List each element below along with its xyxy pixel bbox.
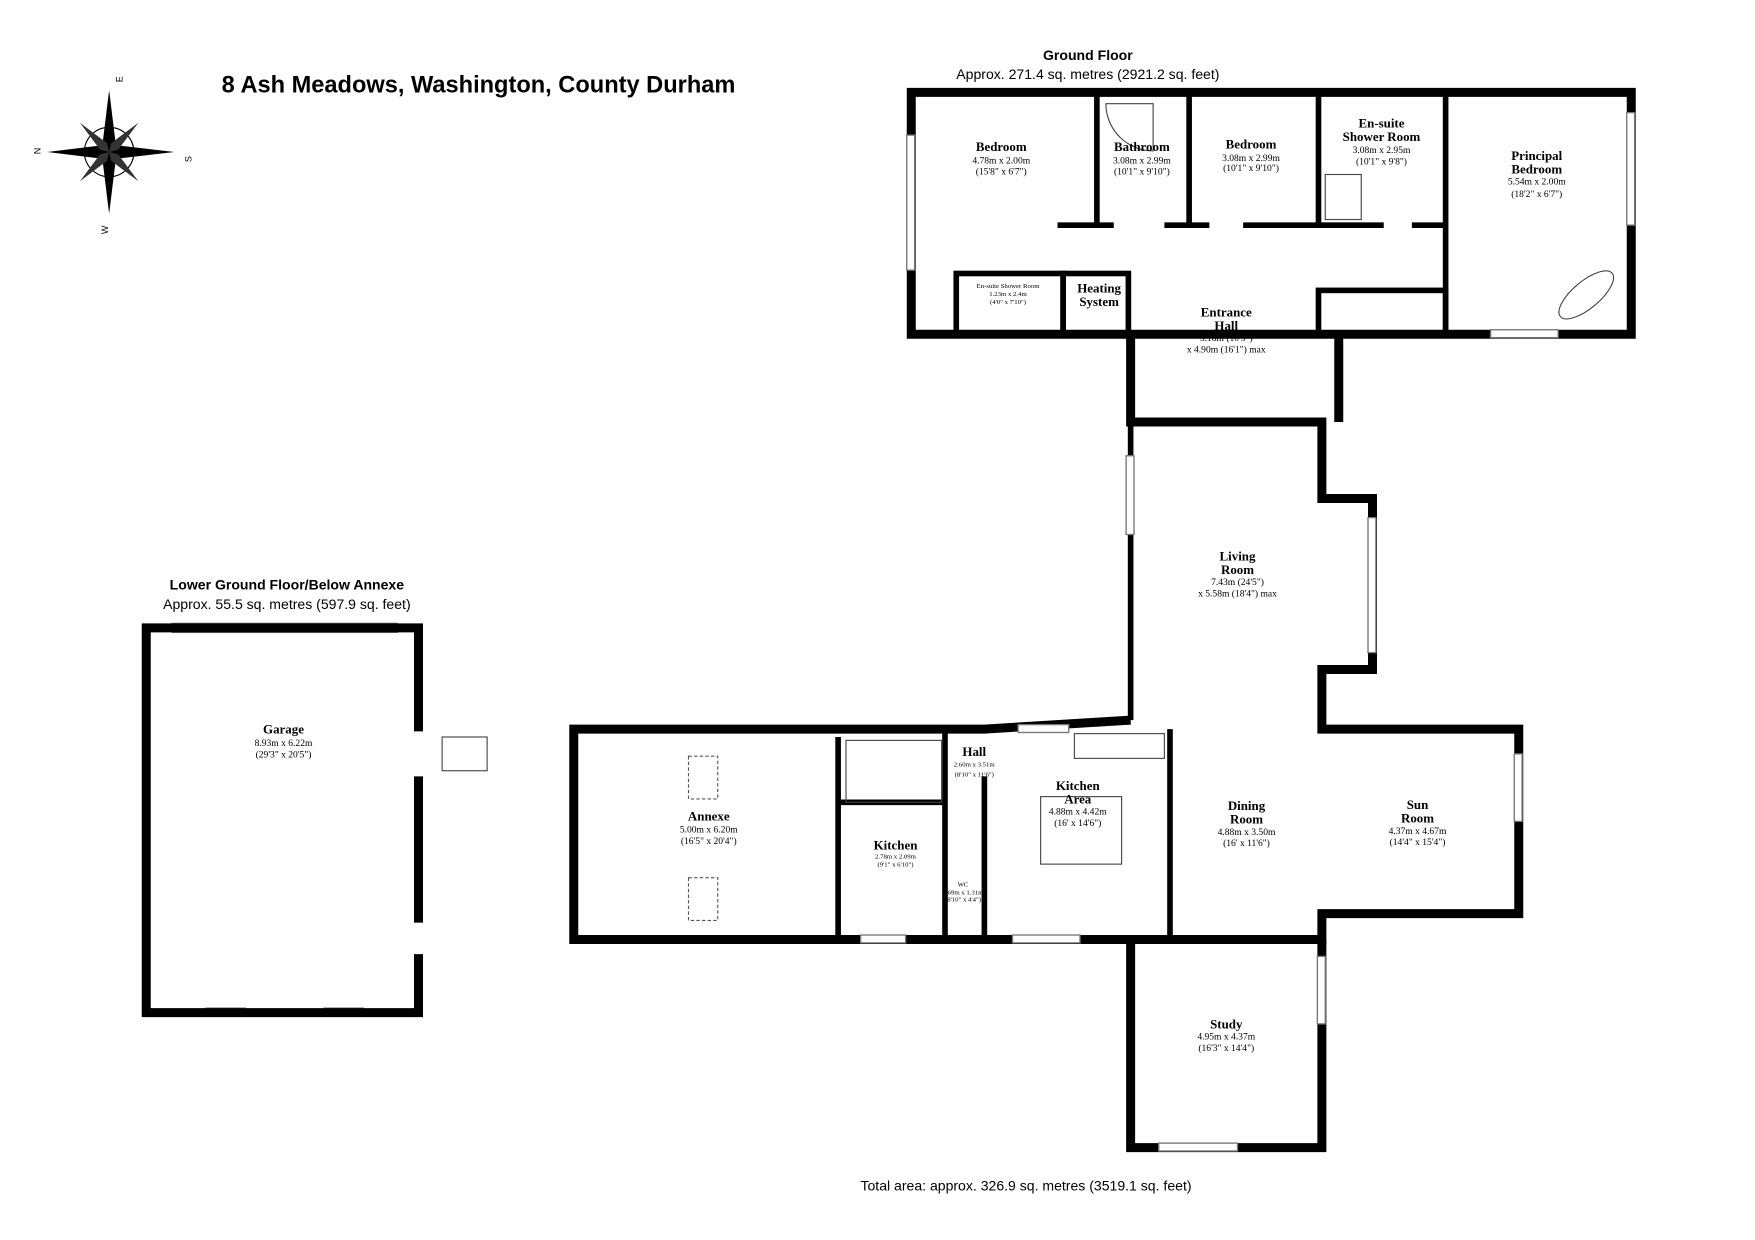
- room-label-text: 3.08m x 2.99m: [1113, 155, 1171, 166]
- room-annexe: Annexe 5.00m x 6.20m(16'5" x 20'4"): [680, 808, 738, 847]
- room-label-text: Bedroom: [1226, 137, 1277, 152]
- room-label-text: (10'1" x 9'8"): [1356, 156, 1407, 167]
- room-label-text: 2.78m x 2.09m: [875, 854, 917, 861]
- room-label-text: 3.08m x 2.99m: [1222, 153, 1280, 164]
- lower-floor-area: Approx. 55.5 sq. metres (597.9 sq. feet): [163, 596, 411, 612]
- room-label-text: (29'3" x 20'5"): [256, 749, 312, 760]
- compass-n: N: [32, 148, 42, 155]
- room-label-text: Study: [1210, 1016, 1243, 1031]
- room-label-text: (15'8" x 6'7"): [976, 167, 1027, 178]
- room-label-text: 3.08m x 2.95m: [1353, 145, 1411, 156]
- room-label-text: Dining: [1228, 798, 1266, 813]
- room-label-text: Room: [1230, 812, 1263, 827]
- room-label-text: Kitchen: [874, 838, 918, 853]
- room-label-text: Hall: [962, 744, 986, 759]
- room-label-text: Heating: [1077, 281, 1121, 296]
- room-label-text: 2.60m x 3.51m: [954, 761, 996, 768]
- room-label-text: Room: [1221, 562, 1254, 577]
- room-label-text: 3.18m (10'5"): [1200, 333, 1253, 344]
- room-label-text: 1.23m x 2.4m: [989, 291, 1027, 298]
- room-label-text: (16'3" x 14'4"): [1198, 1043, 1254, 1054]
- room-label-text: Hall: [1214, 318, 1238, 333]
- room-label-text: 7.43m (24'5"): [1211, 577, 1264, 588]
- room-label-text: x 5.58m (18'4") max: [1198, 588, 1277, 599]
- room-label-text: 4.88m x 4.42m: [1049, 807, 1107, 818]
- room-label-text: (8'10" x 4'4"): [945, 896, 981, 903]
- room-label-text: Living: [1220, 548, 1256, 563]
- room-label-text: 4.78m x 2.00m: [972, 155, 1030, 166]
- room-label-text: (10'1" x 9'10"): [1223, 163, 1279, 174]
- room-label-text: 5.00m x 6.20m: [680, 825, 738, 836]
- compass-s: S: [183, 156, 193, 162]
- compass-w: W: [100, 225, 110, 234]
- room-label-text: (14'4" x 15'4"): [1390, 837, 1446, 848]
- lower-floor-heading: Lower Ground Floor/Below Annexe: [170, 577, 405, 593]
- room-label-text: Entrance: [1201, 304, 1252, 319]
- compass-rose-icon: N E S W: [32, 76, 193, 234]
- room-label-text: (18'2" x 6'7"): [1511, 189, 1562, 200]
- room-label-text: WC: [958, 882, 969, 889]
- room-label-text: Room: [1401, 811, 1434, 826]
- room-hall: Hall 2.60m x 3.51m (8'10" x 11'6"): [954, 744, 996, 778]
- room-label-text: En-suite: [1359, 115, 1405, 130]
- compass-e: E: [115, 76, 125, 82]
- room-label-text: Garage: [263, 722, 304, 737]
- room-label-text: (16'5" x 20'4"): [681, 836, 737, 847]
- room-label-text: (10'1" x 9'10"): [1114, 167, 1170, 178]
- total-area: Total area: approx. 326.9 sq. metres (35…: [860, 1177, 1191, 1193]
- room-label-text: (16' x 11'6"): [1223, 838, 1270, 849]
- room-label-text: 5.54m x 2.00m: [1508, 177, 1566, 188]
- room-label-text: Sun: [1407, 797, 1429, 812]
- room-label-text: 4.88m x 3.50m: [1218, 827, 1276, 838]
- room-label-text: 8.93m x 6.22m: [255, 738, 313, 749]
- room-label-text: 4.95m x 4.37m: [1197, 1032, 1255, 1043]
- ground-floor-walls: [569, 87, 1636, 1153]
- room-label-text: (16' x 14'6"): [1054, 818, 1101, 829]
- room-label-text: Principal: [1511, 148, 1562, 163]
- room-label-text: Shower Room: [1343, 129, 1421, 144]
- room-label-text: Bathroom: [1114, 139, 1170, 154]
- room-label-text: Bedroom: [1511, 161, 1562, 176]
- room-label-text: System: [1079, 294, 1119, 309]
- property-title: 8 Ash Meadows, Washington, County Durham: [222, 72, 736, 98]
- garage-walls: [141, 623, 488, 1018]
- room-label-text: 2.69m x 1.31m: [943, 890, 985, 897]
- room-label-text: En-suite Shower Room: [977, 283, 1041, 290]
- room-label-text: x 4.90m (16'1") max: [1187, 344, 1266, 355]
- room-label-text: (9'1" x 6'10"): [877, 861, 913, 868]
- ground-floor-heading: Ground Floor: [1043, 47, 1133, 63]
- room-label-text: Annexe: [688, 808, 730, 823]
- room-label-text: (8'10" x 11'6"): [955, 771, 994, 778]
- room-wc: WC2.69m x 1.31m(8'10" x 4'4"): [943, 882, 985, 904]
- fixtures: [687, 103, 1615, 921]
- room-label-text: Area: [1064, 791, 1092, 806]
- room-label-text: Kitchen: [1056, 778, 1100, 793]
- room-label-text: 4.37m x 4.67m: [1389, 826, 1447, 837]
- room-label-text: Bedroom: [976, 139, 1027, 154]
- room-label-text: (4'0" x 7'10"): [990, 299, 1026, 306]
- ground-floor-area: Approx. 271.4 sq. metres (2921.2 sq. fee…: [956, 66, 1219, 82]
